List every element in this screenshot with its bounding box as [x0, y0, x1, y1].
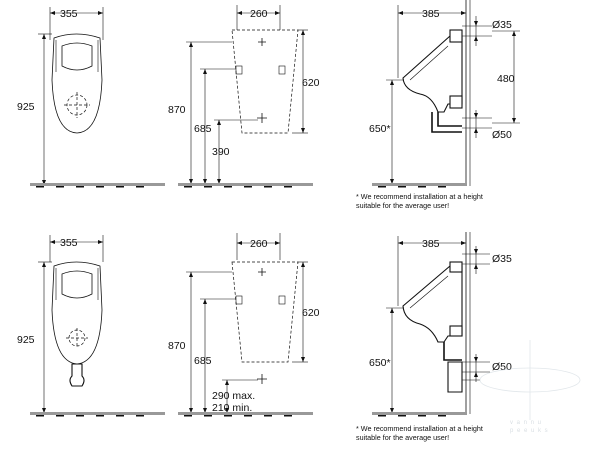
urinal-side-profile — [402, 35, 463, 113]
top-outline-height-mid: 685 — [194, 123, 212, 135]
bottom-front-width-label: 355 — [60, 237, 78, 249]
urinal-bowl-opening — [61, 42, 93, 71]
top-side-pipe-top: Ø35 — [492, 19, 512, 31]
top-side-note-line2: suitable for the average user! — [356, 201, 449, 210]
bottom-front-view: 355 925 — [17, 235, 165, 417]
bottom-side-note-line1: * We recommend installation at a height — [356, 424, 483, 433]
top-front-height-label: 925 — [17, 101, 35, 113]
top-side-view: 385 Ø35 Ø50 480 650* * We reco — [356, 0, 520, 210]
bottom-outline-height-mid: 685 — [194, 355, 212, 367]
bottom-side-pipe-bottom: Ø50 — [492, 361, 512, 373]
bottom-outline-height-total: 870 — [168, 340, 186, 352]
watermark-line1: v a n n u — [510, 420, 542, 426]
top-side-spacing: 480 — [497, 73, 515, 85]
top-side-pipe-bottom: Ø50 — [492, 129, 512, 141]
watermark: v a n n u p e e u k s — [479, 340, 581, 434]
bottom-side-install-height: 650* — [369, 357, 391, 369]
top-outline-height-total: 870 — [168, 104, 186, 116]
drain-pipe — [431, 112, 462, 133]
floor-line — [30, 183, 165, 186]
urinal-front-outline-2 — [51, 261, 103, 365]
top-front-width-label: 355 — [60, 8, 78, 20]
top-side-depth-label: 385 — [422, 8, 440, 20]
trap-siphon — [69, 363, 85, 387]
bottom-outline-height-low-1: 290 max. — [212, 390, 255, 402]
urinal-outline-dashed-2 — [231, 261, 299, 363]
bottom-outline-height-low-2: 210 min. — [212, 402, 252, 414]
bottom-side-pipe-top: Ø35 — [492, 253, 512, 265]
urinal-front-outline — [51, 33, 103, 134]
urinal-outline-dashed — [231, 29, 299, 134]
top-front-view: 355 925 — [17, 7, 165, 188]
top-outline-width-label: 260 — [250, 8, 268, 20]
trap-side — [447, 361, 463, 393]
watermark-line2: p e e u k s — [510, 428, 549, 434]
bottom-side-note-line2: suitable for the average user! — [356, 433, 449, 442]
bottom-outline-width-label: 260 — [250, 238, 268, 250]
bottom-front-height-label: 925 — [17, 334, 35, 346]
top-outline-height-inner: 620 — [302, 77, 320, 89]
top-side-note-line1: * We recommend installation at a height — [356, 192, 483, 201]
top-outline-view: 260 870 685 390 620 — [168, 5, 320, 188]
bottom-side-view: 385 Ø35 Ø50 650* * We recommend installa… — [356, 232, 512, 442]
top-side-install-height: 650* — [369, 123, 391, 135]
urinal-side-profile-2 — [402, 265, 463, 343]
bottom-outline-height-inner: 620 — [302, 307, 320, 319]
bottom-side-depth-label: 385 — [422, 238, 440, 250]
top-outline-height-low: 390 — [212, 146, 230, 158]
bottom-outline-view: 260 870 685 290 max. 210 min. 620 — [168, 233, 320, 417]
